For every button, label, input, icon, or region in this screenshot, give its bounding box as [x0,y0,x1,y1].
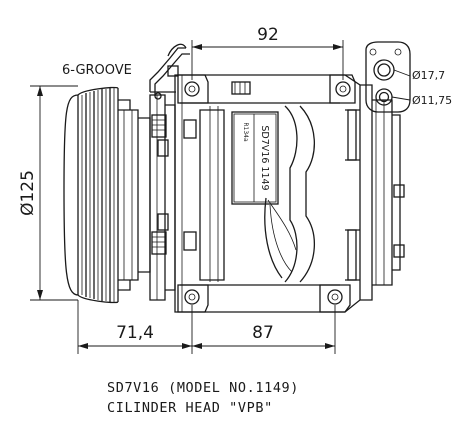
port-small-label: Ø11,75 [412,94,452,107]
compressor-body [174,74,361,313]
name-plate: SD7V16 1149 R134a [231,111,279,205]
dimension-bottom: 71,4 87 [77,300,336,354]
offset-bottom-value: 87 [252,323,274,343]
width-top-value: 92 [257,25,279,45]
service-port-block [365,41,411,113]
port-large-label: Ø17,7 [412,69,445,82]
groove-label: 6-GROOVE [62,63,132,78]
caption-line-2: CILINDER HEAD "VPB" [107,400,273,416]
front-housing [149,94,176,301]
plate-model-text: SD7V16 1149 [259,125,270,190]
dimension-pulley-diameter: Ø125 [18,85,78,301]
leader-port-large [393,69,411,77]
leader-port-small [391,96,411,101]
rear-head [360,84,405,301]
pulley [63,86,151,304]
pulley-diameter-value: Ø125 [18,170,38,216]
dimension-width-top: 92 [191,25,344,80]
offset-left-value: 71,4 [116,323,154,343]
plate-refrigerant-text: R134a [242,122,249,142]
caption-line-1: SD7V16 (MODEL NO.1149) [107,380,299,396]
clutch-connector [149,43,190,100]
